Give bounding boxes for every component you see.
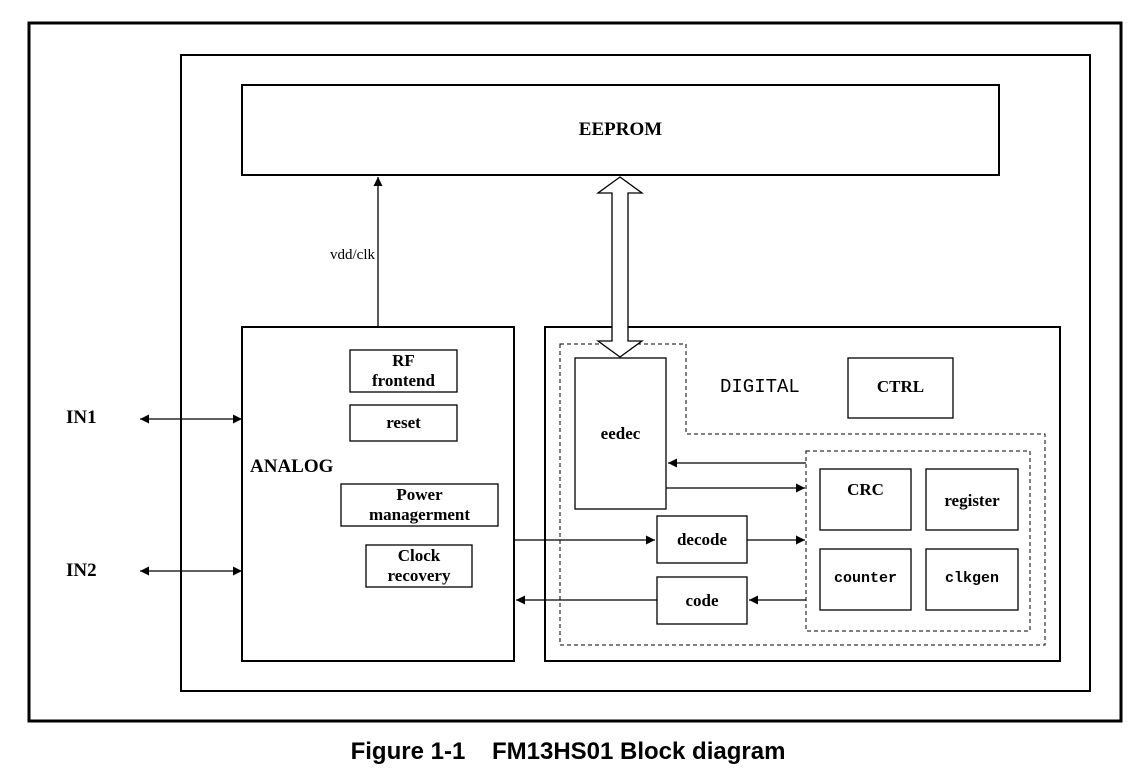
ctrl-label: CTRL xyxy=(876,377,925,396)
eeprom-block xyxy=(241,84,1000,176)
clock-label-line2: recovery xyxy=(387,566,451,585)
chip-boundary xyxy=(180,54,1091,692)
rf-label-line1: RF xyxy=(392,351,415,370)
power-management-label: Power managerment xyxy=(341,485,498,525)
digital-block xyxy=(544,326,1061,662)
eeprom-bus-arrow xyxy=(596,176,644,358)
vdd-clk-label: vdd/clk xyxy=(330,247,375,263)
eedec-label: eedec xyxy=(600,424,641,443)
figure-number: Figure 1-1 xyxy=(350,738,466,765)
ctrl-box xyxy=(847,357,954,419)
crc-label: CRC xyxy=(847,480,884,499)
clkgen-label: clkgen xyxy=(944,570,999,587)
outer-frame xyxy=(27,21,1123,723)
figure-title: FM13HS01 Block diagram xyxy=(491,738,786,765)
in1-label: IN1 xyxy=(66,407,97,428)
clock-label-line1: Clock xyxy=(397,546,441,565)
power-label-line1: Power xyxy=(396,485,443,504)
crc-box xyxy=(819,468,912,531)
reset-label: reset xyxy=(386,413,421,432)
analog-label: ANALOG xyxy=(250,456,334,477)
rf-label-line2: frontend xyxy=(372,371,435,390)
clock-recovery-box xyxy=(365,544,473,588)
clock-recovery-label: Clock recovery xyxy=(366,546,472,586)
register-box xyxy=(925,468,1019,531)
register-group-dashed xyxy=(805,450,1031,632)
clkgen-box xyxy=(925,548,1019,611)
register-label: register xyxy=(944,491,1000,510)
in2-label: IN2 xyxy=(66,560,97,581)
reset-box xyxy=(349,404,458,442)
eedec-box xyxy=(574,357,667,510)
eeprom-label: EEPROM xyxy=(578,119,663,140)
counter-box xyxy=(819,548,912,611)
code-label: code xyxy=(685,591,719,610)
digital-dashed-outline xyxy=(559,343,1046,646)
power-label-line2: managerment xyxy=(368,505,471,524)
digital-label: DIGITAL xyxy=(720,376,800,398)
rf-frontend-box xyxy=(349,349,458,393)
decode-label: decode xyxy=(676,530,728,549)
counter-label: counter xyxy=(833,570,897,587)
rf-frontend-label: RF frontend xyxy=(350,351,457,391)
power-management-box xyxy=(340,483,499,527)
figure-caption: Figure 1-1 FM13HS01 Block diagram xyxy=(0,738,1136,766)
